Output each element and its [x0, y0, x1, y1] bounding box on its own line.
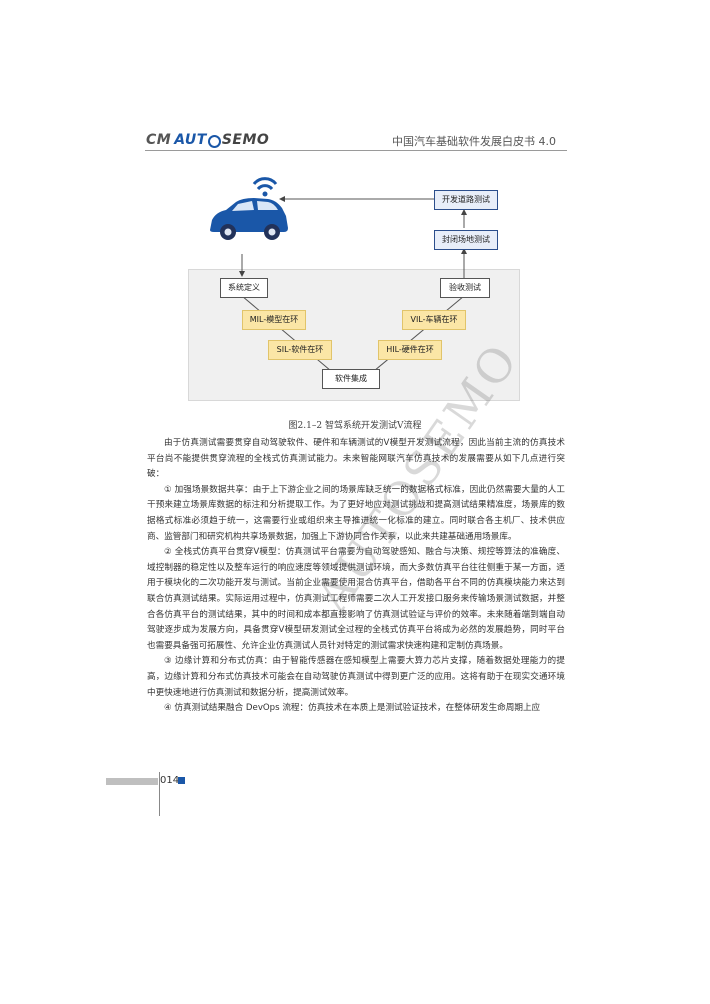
vil-box: VIL-车辆在环: [402, 310, 466, 330]
diagram-connectors: [239, 196, 467, 377]
page-number: 014: [160, 775, 180, 786]
footer-rule: [159, 772, 160, 816]
logo-cm: CM: [146, 132, 172, 148]
paragraph-point-2: ② 全栈式仿真平台贯穿V模型：仿真测试平台需要为自动驾驶感知、融合与决策、规控等…: [147, 547, 565, 651]
book-title: 中国汽车基础软件发展白皮书 4.0: [392, 135, 556, 148]
system-definition-box: 系统定义: [220, 278, 268, 298]
closed-field-test-box: 封闭场地测试: [434, 230, 498, 250]
autosemo-logo: CM AUT SEMO: [146, 132, 269, 148]
sil-box: SIL-软件在环: [268, 340, 332, 360]
page-marker-square: [178, 777, 185, 784]
connected-car-icon: [210, 177, 288, 240]
paragraph-point-1: ① 加强场景数据共享：由于上下游企业之间的场景库缺乏统一的数据格式标准，因此仍然…: [147, 484, 565, 542]
footer-bar: [106, 778, 158, 785]
body-text: 由于仿真测试需要贯穿自动驾驶软件、硬件和车辆测试的V模型开发测试流程，因此当前主…: [147, 436, 565, 717]
header-divider: [145, 150, 567, 151]
logo-o-mark-icon: [207, 134, 221, 148]
paragraph-point-3: ③ 边缘计算和分布式仿真：由于智能传感器在感知模型上需要大算力芯片支撑，随着数据…: [147, 656, 565, 698]
paragraph-intro: 由于仿真测试需要贯穿自动驾驶软件、硬件和车辆测试的V模型开发测试流程，因此当前主…: [147, 438, 565, 480]
hil-box: HIL-硬件在环: [378, 340, 442, 360]
open-road-test-box: 开发道路测试: [434, 190, 498, 210]
acceptance-test-box: 验收测试: [440, 278, 490, 298]
logo-auto: AUT: [174, 132, 207, 148]
mil-box: MIL-模型在环: [242, 310, 306, 330]
logo-semo: SEMO: [221, 132, 270, 148]
v-process-diagram: 开发道路测试 封闭场地测试 系统定义 验收测试 MIL-模型在环 VIL-车辆在…: [182, 172, 522, 402]
figure-caption: 图2.1–2 智驾系统开发测试V流程: [288, 421, 422, 431]
software-integration-box: 软件集成: [322, 369, 380, 389]
paragraph-point-4: ④ 仿真测试结果融合 DevOps 流程：仿真技术在本质上是测试验证技术，在整体…: [164, 703, 541, 714]
